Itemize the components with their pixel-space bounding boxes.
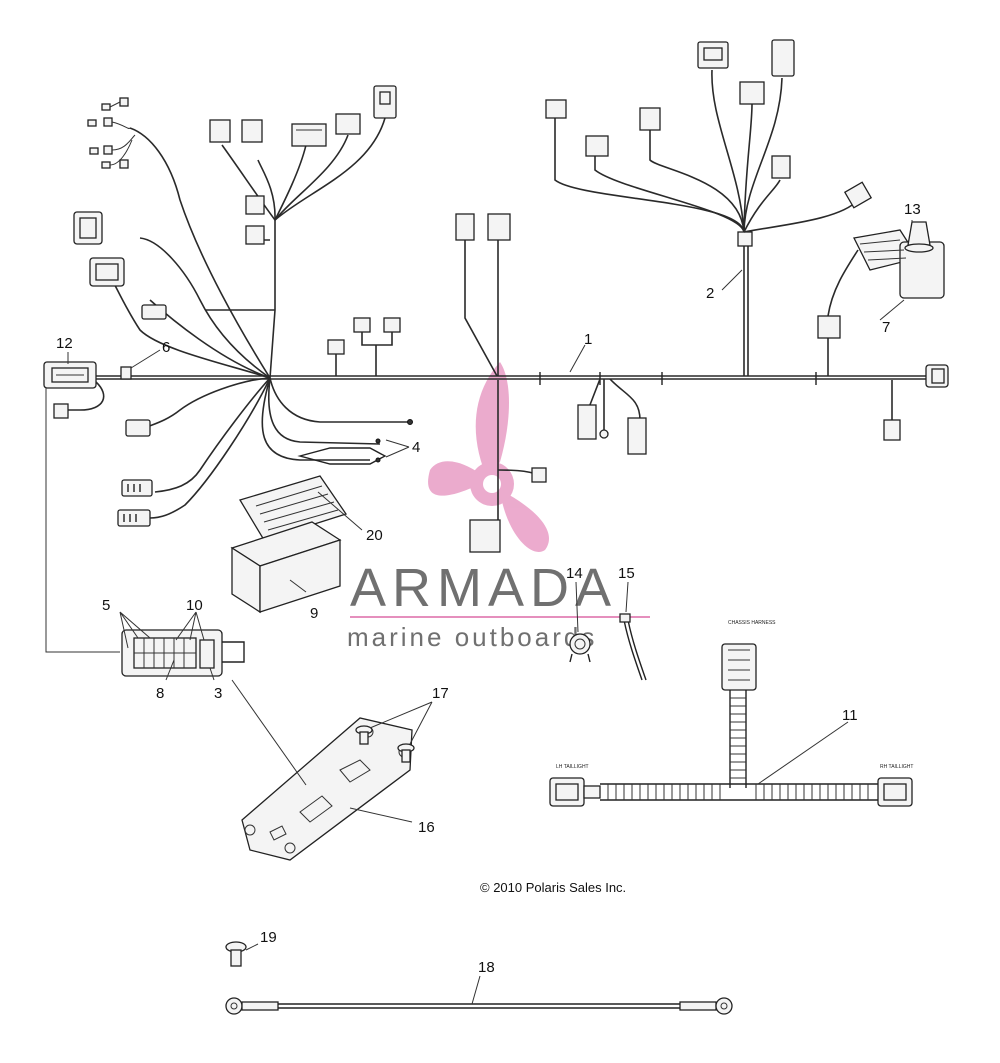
left-connectors — [73, 97, 167, 527]
callout-10: 10 — [186, 597, 203, 614]
armada-logo — [428, 362, 549, 552]
item-20-label-sheet — [239, 475, 348, 541]
callout-15: 15 — [618, 565, 635, 582]
upper-left-connectors — [209, 85, 397, 245]
callout-3: 3 — [214, 685, 222, 702]
item-17-screws — [355, 725, 415, 763]
watermark-subtitle: marine outboards — [347, 622, 597, 652]
callout-20: 20 — [366, 527, 383, 544]
callout-19: 19 — [260, 929, 277, 946]
module-12 — [43, 361, 120, 653]
item-18-ground-cable — [225, 997, 733, 1015]
chassis-harness-label: CHASSIS HARNESS — [728, 620, 776, 626]
callout-12: 12 — [56, 335, 73, 352]
item-19-screw — [225, 941, 247, 967]
upper-right-connectors — [545, 39, 873, 376]
callout-leaders — [67, 220, 913, 1005]
item-11-taillight-harness: CHASSIS HARNESS LH TAILLIGHT RH TAILLIGH… — [549, 620, 913, 807]
callout-4: 4 — [412, 439, 420, 456]
callout-17: 17 — [432, 685, 449, 702]
item-7-connector-assembly — [827, 229, 945, 317]
fuse-box — [121, 629, 245, 677]
watermark-title: ARMADA — [350, 558, 617, 618]
callout-2: 2 — [706, 285, 714, 302]
callout-16: 16 — [418, 819, 435, 836]
callout-6: 6 — [162, 339, 170, 356]
copyright-notice: © 2010 Polaris Sales Inc. — [480, 880, 626, 895]
item-13-push-pin — [904, 221, 934, 253]
callout-5: 5 — [102, 597, 110, 614]
callout-13: 13 — [904, 201, 921, 218]
callout-8: 8 — [156, 685, 164, 702]
item-16-bracket — [231, 679, 413, 861]
callout-1: 1 — [584, 331, 592, 348]
callout-11: 11 — [842, 707, 858, 724]
center-connectors — [327, 213, 547, 553]
lower-drop-connectors — [577, 315, 901, 455]
item-9-box — [230, 521, 342, 614]
item-14-grommet — [569, 633, 591, 663]
callout-18: 18 — [478, 959, 495, 976]
callout-7: 7 — [882, 319, 890, 336]
rh-taillight-label: RH TAILLIGHT — [880, 764, 913, 770]
lh-taillight-label: LH TAILLIGHT — [556, 764, 589, 770]
main-harness-trunk — [95, 364, 949, 388]
callout-9: 9 — [310, 605, 318, 622]
item-15-cable-tie — [619, 613, 647, 681]
callout-14: 14 — [566, 565, 583, 582]
